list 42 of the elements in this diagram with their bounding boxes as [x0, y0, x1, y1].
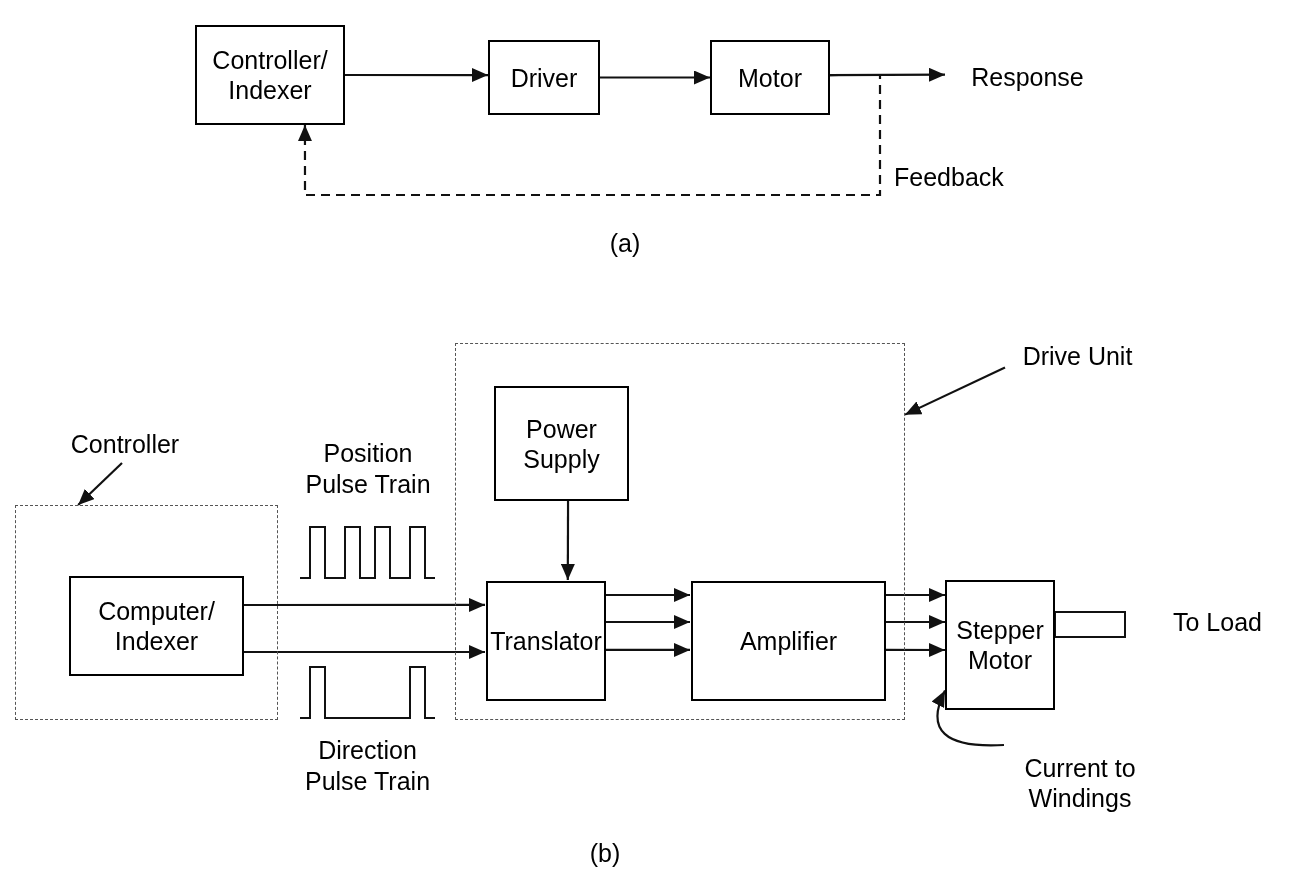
arrow	[605, 588, 690, 602]
node-label: Response	[971, 62, 1084, 92]
node-label: Stepper Motor	[955, 615, 1045, 675]
dashed-group-box	[455, 343, 905, 720]
node-label: Controller	[70, 429, 180, 459]
arrow	[904, 366, 1006, 416]
arrow	[243, 597, 485, 612]
arrow	[345, 68, 488, 82]
node-label: Translator	[490, 626, 602, 656]
node-label: Controller/ Indexer	[211, 45, 329, 105]
arrow	[605, 615, 690, 629]
arrow	[885, 643, 945, 657]
process-box	[494, 386, 629, 501]
process-box	[195, 25, 345, 125]
arrow	[243, 645, 485, 659]
arrow	[885, 588, 945, 602]
node-label: Computer/ Indexer	[97, 596, 216, 656]
text-label: To Load	[1172, 607, 1263, 638]
text-label: Direction Pulse Train	[303, 735, 432, 798]
arrow	[297, 73, 882, 197]
node-label: Driver	[510, 62, 578, 93]
dashed-group-box	[15, 505, 278, 720]
node-label: Motor	[738, 62, 802, 93]
process-box	[486, 581, 606, 701]
text-label: Position Pulse Train	[304, 438, 432, 501]
node-label: Power Supply	[522, 413, 601, 474]
process-box	[691, 581, 886, 701]
process-box	[488, 40, 600, 115]
process-box	[945, 580, 1055, 710]
arrow	[560, 500, 575, 580]
arrow	[600, 70, 710, 85]
node-label: Drive Unit	[1022, 341, 1133, 371]
process-box	[710, 40, 830, 115]
arrow	[605, 642, 690, 657]
text-label: (b)	[588, 838, 622, 869]
arrow	[885, 615, 945, 629]
node-label: Current to Windings	[1023, 752, 1137, 813]
process-box	[69, 576, 244, 676]
arrow	[77, 462, 123, 506]
leader-line	[932, 690, 1005, 747]
text-label: (a)	[608, 228, 642, 259]
node-label: Amplifier	[739, 626, 838, 656]
